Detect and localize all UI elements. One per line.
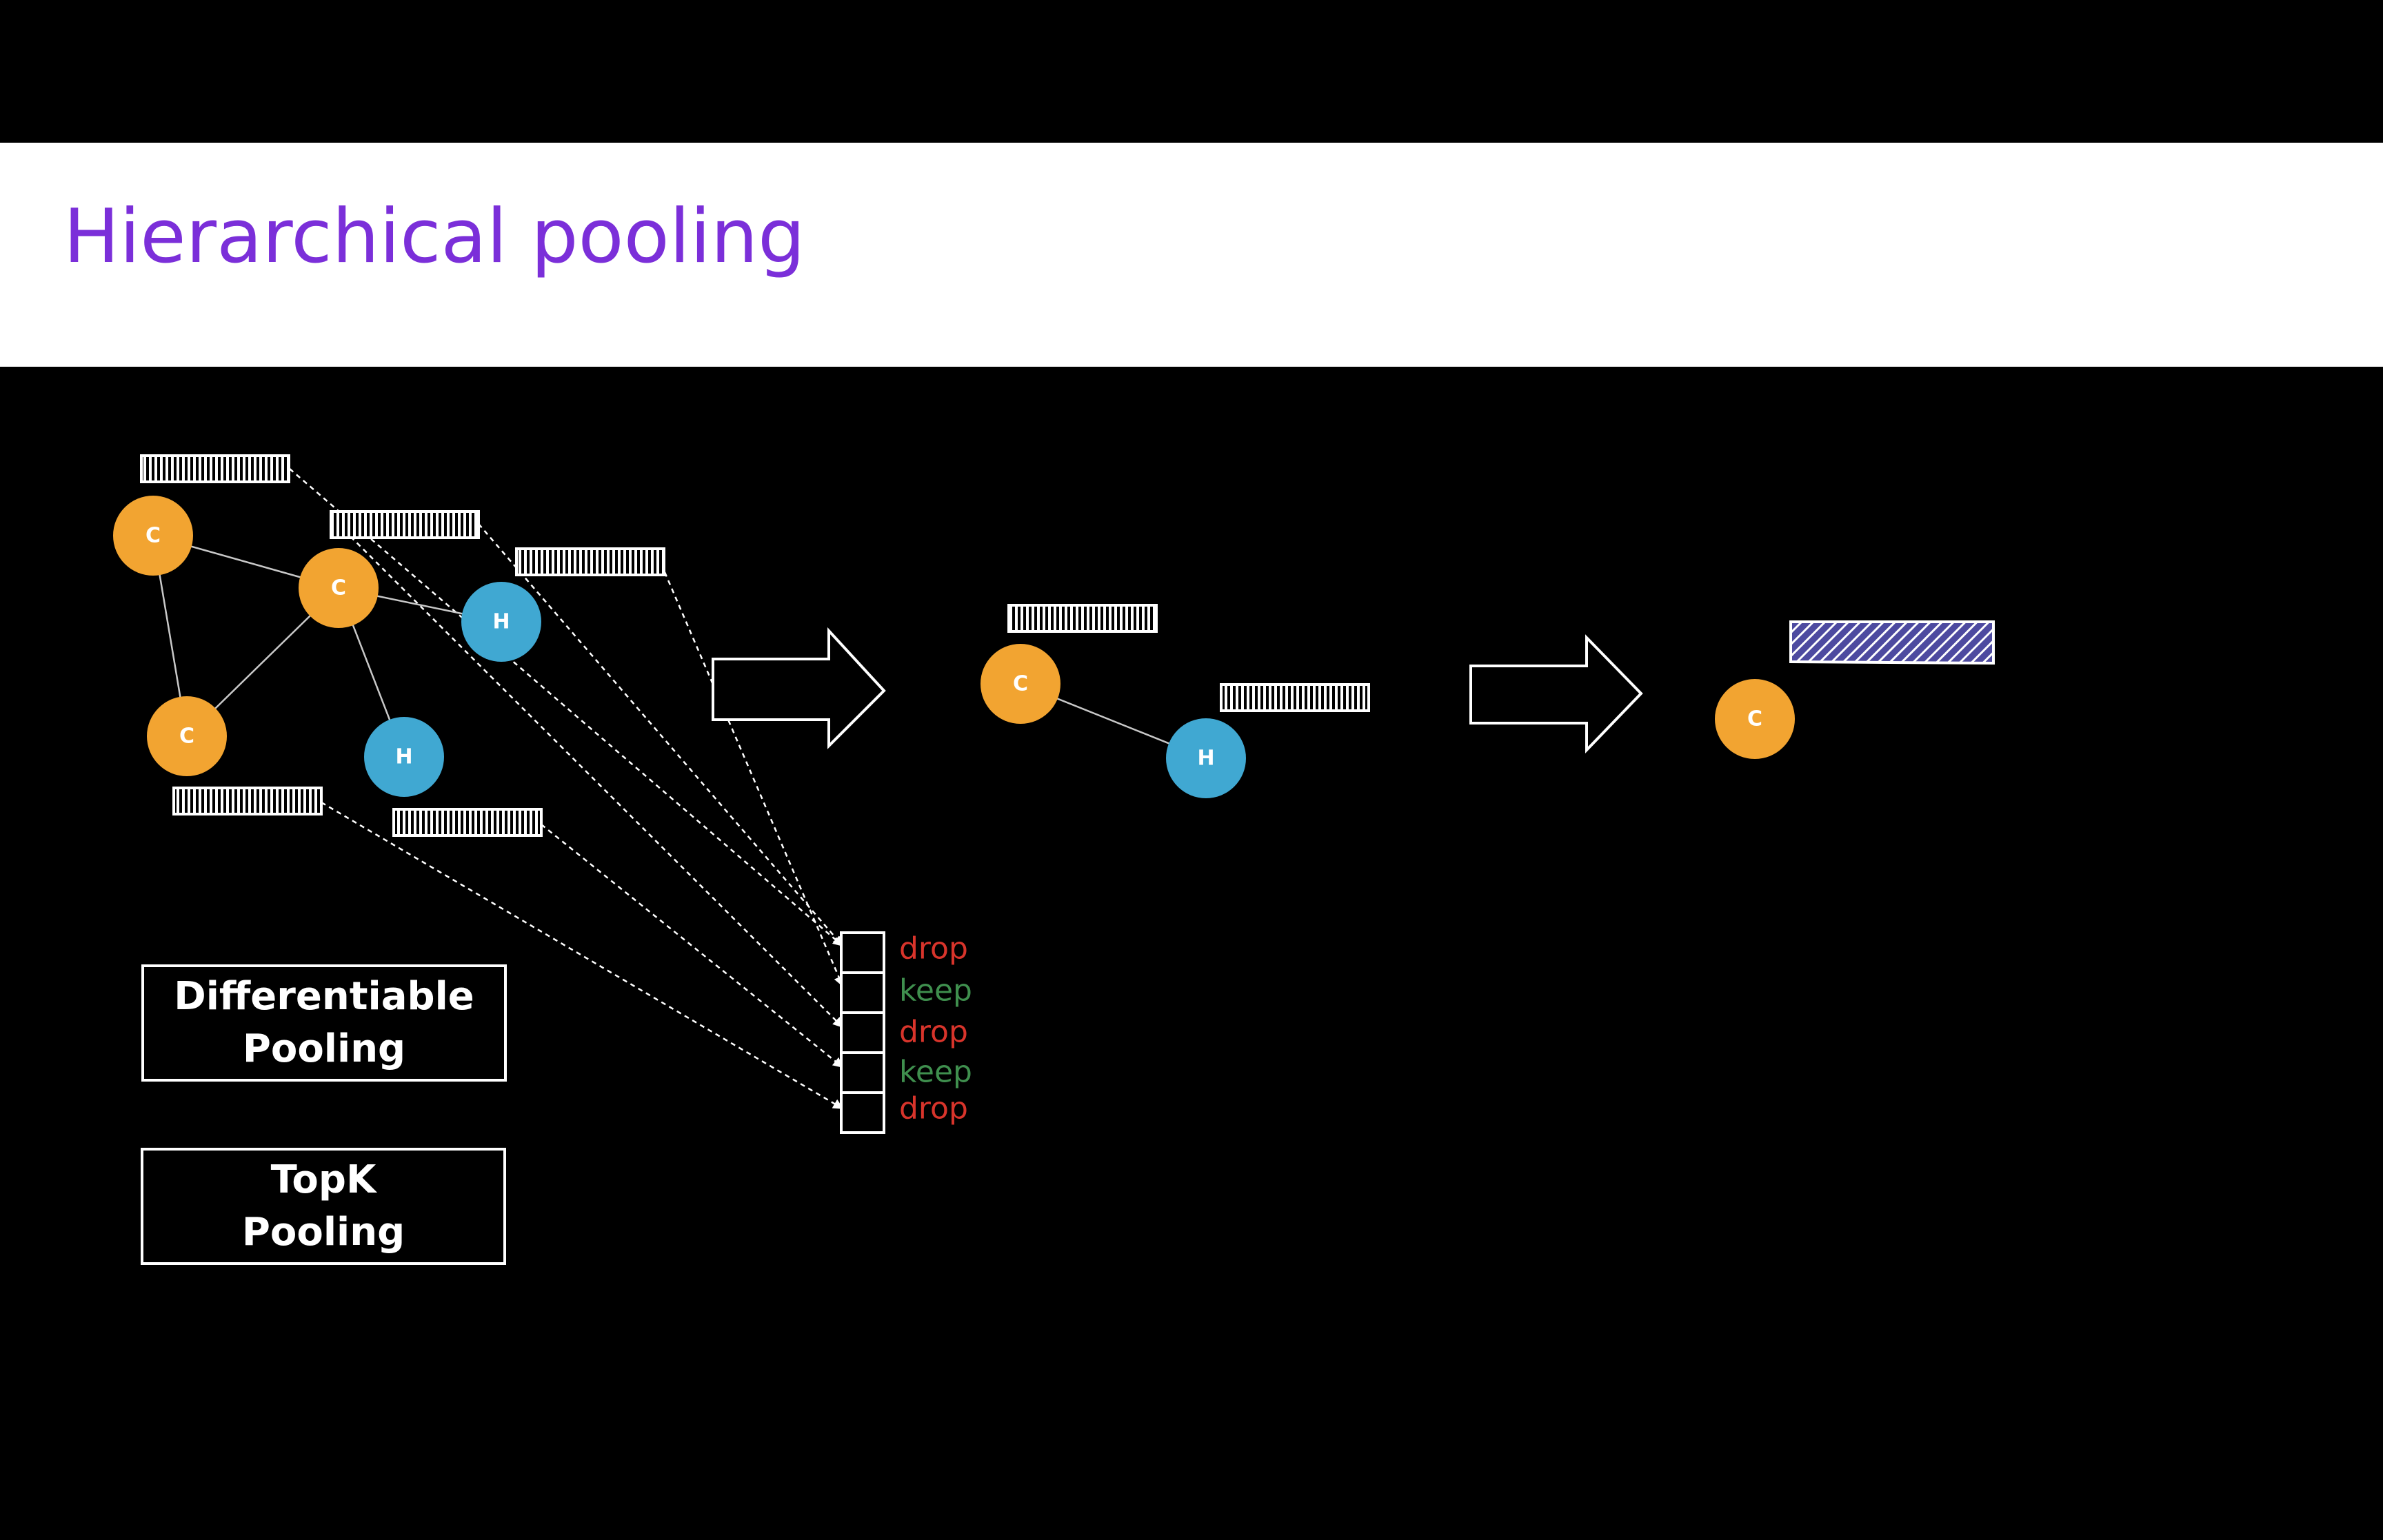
connector-3 [478,523,843,947]
right-arrow-2 [1469,634,1643,753]
selection-cell [840,1011,885,1054]
selection-cell [840,931,885,974]
svg-text:C: C [1747,707,1762,731]
hydrogen-node: H [364,717,444,797]
method-line: TopK [270,1157,376,1203]
method-line: Pooling [242,1026,406,1071]
decision-keep: keep [899,1055,972,1090]
selection-cell [840,1051,885,1094]
carbon-node: C [147,696,227,776]
embedding-bar [330,510,480,539]
method-line: Differentiable [174,974,474,1020]
hydrogen-node: H [461,582,541,662]
svg-text:C: C [331,576,346,600]
selection-cell [840,1091,885,1134]
svg-text:H: H [492,610,510,634]
connector-6 [541,824,844,1068]
differentiable-pooling-box: Differentiable Pooling [141,964,507,1082]
embedding-connectors [289,468,844,1110]
carbon-node: C [1715,679,1795,759]
connector-5 [321,801,844,1110]
slide-title: Hierarchical pooling [63,194,805,280]
decision-drop: drop [899,1015,968,1050]
decision-drop: drop [899,1091,968,1126]
carbon-node: C [981,644,1060,724]
selection-cell [840,971,885,1014]
svg-text:C: C [145,524,161,548]
embedding-bar [140,454,290,483]
title-band [0,143,2383,367]
topk-pooling-box: TopK Pooling [141,1148,506,1265]
initial-graph-nodes: C C H C H [113,496,541,797]
embedding-bar [1007,604,1158,633]
right-arrow-1 [712,627,886,749]
svg-text:C: C [179,725,194,749]
decision-drop: drop [899,931,968,966]
connector-2 [337,523,844,1029]
embedding-bar [1220,683,1370,712]
pooled-embedding [1789,620,1995,665]
svg-text:H: H [1197,747,1214,771]
embedding-bar [392,808,543,837]
svg-text:C: C [1013,672,1028,696]
initial-embeddings [140,454,665,837]
carbon-node: C [299,548,379,628]
svg-text:H: H [395,745,412,769]
hydrogen-node: H [1166,718,1246,798]
method-line: Pooling [241,1210,405,1255]
selection-vector: drop keep drop keep drop [840,931,972,1134]
carbon-node: C [113,496,193,576]
embedding-bar [515,547,665,576]
embedding-bar [172,787,323,815]
decision-keep: keep [899,973,972,1009]
pooled-graph: C H [981,604,1370,798]
final-graph: C [1715,620,1995,759]
connector-4 [663,571,844,987]
